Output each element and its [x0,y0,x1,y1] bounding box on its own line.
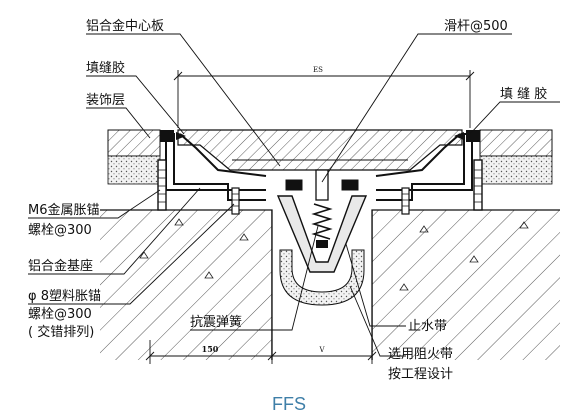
label-center-plate: 铝合金中心板 [86,18,164,34]
finish-layer-right [479,129,553,157]
leader-lines [28,33,560,357]
dim-gap-label: V [318,346,325,354]
dim-left-label: 150 [202,344,219,354]
slide-bar [285,169,359,201]
label-alu-base: 铝合金基座 [28,258,93,274]
fire-belt [279,249,365,306]
label-plastic-anchor-3: ( 交错排列) [28,324,94,340]
label-waterstop: 止水带 [408,319,447,334]
screed-left [107,155,161,185]
label-fire-belt-1: 选用阻火带 [388,347,453,362]
screed-right [479,155,553,185]
label-m6-anchor-1: M6金属胀锚 [28,202,100,218]
sealant-left [160,130,186,142]
m6-anchor-bolts [157,159,483,211]
label-m6-anchor-2: 螺栓@300 [28,223,92,238]
label-finish-layer: 装饰层 [86,93,125,108]
label-plastic-anchor-2: 螺栓@300 [28,307,92,322]
center-plate [177,129,463,171]
dim-bottom [145,340,377,364]
label-spring: 抗震弹簧 [190,314,242,330]
label-sealant-left: 填缝胶 [86,60,125,76]
concrete-slab-right [371,209,560,360]
label-slide-bar: 滑杆@500 [444,19,508,34]
dim-top [173,70,475,128]
aggregate-marks [139,218,529,291]
concrete-slab-left [100,209,273,360]
plastic-anchors [231,187,410,215]
label-plastic-anchor-1: φ 8塑料胀锚 [28,289,101,304]
waterstop [276,195,368,273]
label-sealant-right: 填 缝 胶 [500,86,547,102]
dim-top-label: ES [313,66,323,74]
finish-layer-left [107,129,161,157]
sealant-right [454,130,480,142]
label-fire-belt-2: 按工程设计 [388,367,453,382]
diagram-caption: FFS [272,394,306,414]
